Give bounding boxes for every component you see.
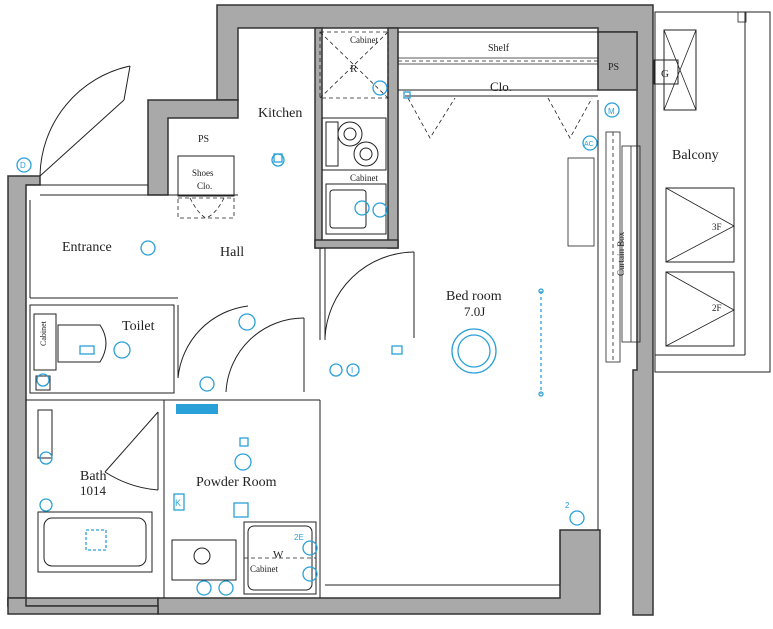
ps-top-label: PS (608, 62, 619, 73)
fridge-area (319, 31, 389, 99)
bottom-wall-left (7, 597, 159, 615)
intercom-symbol: I (351, 366, 353, 375)
powder-door (225, 317, 305, 393)
room-toilet: Toilet (122, 319, 155, 334)
kitchen-counter (321, 117, 387, 235)
bottom-wall-right (157, 529, 601, 615)
outlet-2e-symbol: 2E (294, 533, 304, 542)
bathtub (37, 409, 153, 573)
labels: Kitchen Hall Entrance Toilet Bath 1014 P… (20, 35, 722, 574)
door-symbol: D (20, 161, 26, 170)
bedroom-door (324, 251, 415, 339)
wash-basin (171, 521, 317, 595)
closet-label: Clo. (490, 79, 512, 94)
walls (7, 4, 654, 616)
breaker-symbol: K (175, 498, 181, 508)
room-bedroom-size: 7.0J (464, 304, 485, 319)
cabinet-toilet-label: Cabinet (39, 320, 48, 346)
room-powder: Powder Room (196, 475, 277, 490)
entrance-door (39, 65, 131, 177)
bottom-wall (7, 597, 159, 607)
floor-2f-label: 2F (712, 303, 722, 313)
gas-label: G (661, 68, 669, 80)
kitchen-bottom (314, 239, 399, 249)
room-kitchen: Kitchen (258, 106, 302, 121)
shoes-closet (177, 155, 235, 219)
cabinet-powder-label: Cabinet (250, 564, 278, 574)
balcony-units (653, 29, 735, 347)
curtain-box-label: Curtain Box (616, 231, 626, 276)
left-wall (7, 175, 41, 607)
toilet-fixture (33, 313, 107, 391)
outlet-2-symbol: 2 (565, 501, 570, 510)
floor-3f-label: 3F (712, 222, 722, 232)
cabinet-top-label: Cabinet (350, 35, 378, 45)
entrance-column (147, 99, 239, 196)
curtain-box (567, 131, 641, 520)
meter-symbol: M (608, 107, 615, 116)
ps-hall-label: PS (198, 134, 209, 145)
room-balcony: Balcony (672, 148, 719, 163)
toilet-door (177, 305, 249, 379)
room-hall: Hall (220, 245, 244, 260)
shelf-label: Shelf (488, 43, 510, 54)
room-bedroom: Bed room (446, 289, 502, 304)
electrical-symbols (16, 80, 620, 596)
closet (397, 31, 599, 139)
cabinet-kitchen-label: Cabinet (350, 173, 378, 183)
ps-column (597, 31, 638, 91)
ac-symbol: AC (584, 141, 594, 148)
washer-label: W (273, 549, 284, 561)
kitchen-wall (314, 27, 323, 249)
ceiling-light (451, 288, 544, 397)
bath-door (104, 411, 159, 491)
interior-lines (26, 11, 771, 598)
room-entrance: Entrance (62, 240, 112, 255)
room-bath: Bath (80, 469, 106, 484)
shoes-label-1: Shoes (192, 168, 214, 178)
room-bath-size: 1014 (80, 483, 107, 498)
kitchen-wall-right (387, 27, 399, 249)
shoes-label-2: Clo. (197, 181, 212, 191)
fridge-label: R (350, 63, 358, 75)
